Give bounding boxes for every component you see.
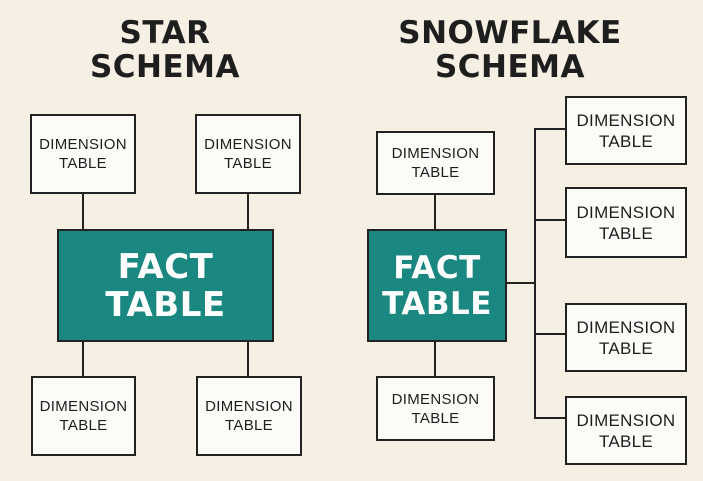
snowflake-dimension-table-right-1: DIMENSION TABLE (565, 96, 687, 165)
dimension-label-line1: DIMENSION (576, 202, 676, 222)
snowflake-dimension-table-bottom: DIMENSION TABLE (376, 376, 495, 441)
dimension-label-line2: TABLE (59, 155, 107, 172)
star-title-line2: SCHEMA (89, 49, 241, 85)
dimension-label-line2: TABLE (598, 223, 654, 243)
snowflake-schema-title: SNOWFLAKE SCHEMA (370, 16, 650, 84)
snowflake-connector-spine (534, 128, 536, 419)
snowflake-branch-3 (534, 333, 566, 335)
dimension-label-line2: TABLE (225, 417, 273, 434)
dimension-label-line2: TABLE (411, 409, 460, 427)
star-connector-top-left (82, 192, 84, 230)
snowflake-dimension-table-right-2: DIMENSION TABLE (565, 187, 687, 258)
snowflake-branch-2 (534, 219, 566, 221)
dimension-label-line1: DIMENSION (576, 317, 676, 337)
snowflake-connector-trunk (506, 282, 536, 284)
dimension-label-line2: TABLE (411, 164, 460, 181)
snowflake-branch-4 (534, 417, 566, 419)
star-dimension-table-bottom-left: DIMENSION TABLE (31, 376, 136, 456)
dimension-label-line1: DIMENSION (576, 410, 676, 430)
snowflake-title-line2: SCHEMA (434, 49, 586, 85)
dimension-label-line2: TABLE (59, 417, 108, 434)
snowflake-connector-top (434, 194, 436, 230)
snowflake-title-line1: SNOWFLAKE (398, 15, 622, 51)
star-dimension-table-top-left: DIMENSION TABLE (30, 114, 136, 194)
star-dimension-table-top-right: DIMENSION TABLE (195, 114, 301, 194)
snowflake-branch-1 (534, 128, 566, 130)
fact-label-line1: FACT (117, 246, 214, 287)
dimension-label-line2: TABLE (598, 131, 654, 151)
star-connector-top-right (247, 192, 249, 230)
star-title-line1: STAR (119, 15, 211, 51)
snowflake-fact-table: FACT TABLE (367, 229, 507, 342)
dimension-label-line2: TABLE (224, 155, 272, 172)
dimension-label-line1: DIMENSION (576, 110, 676, 130)
star-fact-table: FACT TABLE (57, 229, 274, 342)
fact-label-line2: TABLE (105, 284, 226, 325)
star-schema-title: STAR SCHEMA (40, 16, 290, 84)
dimension-label-line1: DIMENSION (205, 398, 293, 415)
dimension-label-line1: DIMENSION (204, 136, 292, 153)
dimension-label-line1: DIMENSION (39, 398, 128, 415)
star-connector-bottom-left (82, 341, 84, 378)
dimension-label-line2: TABLE (598, 338, 654, 358)
star-connector-bottom-right (247, 341, 249, 378)
dimension-label-line1: DIMENSION (391, 145, 480, 162)
dimension-label-line2: TABLE (598, 431, 654, 451)
snowflake-dimension-table-top: DIMENSION TABLE (376, 131, 495, 195)
snowflake-dimension-table-right-4: DIMENSION TABLE (565, 396, 687, 465)
snowflake-dimension-table-right-3: DIMENSION TABLE (565, 303, 687, 372)
snowflake-connector-bottom (434, 341, 436, 378)
star-dimension-table-bottom-right: DIMENSION TABLE (196, 376, 302, 456)
fact-label-line2: TABLE (382, 285, 492, 322)
dimension-label-line1: DIMENSION (39, 136, 127, 153)
dimension-label-line1: DIMENSION (391, 390, 480, 408)
fact-label-line1: FACT (393, 249, 481, 286)
